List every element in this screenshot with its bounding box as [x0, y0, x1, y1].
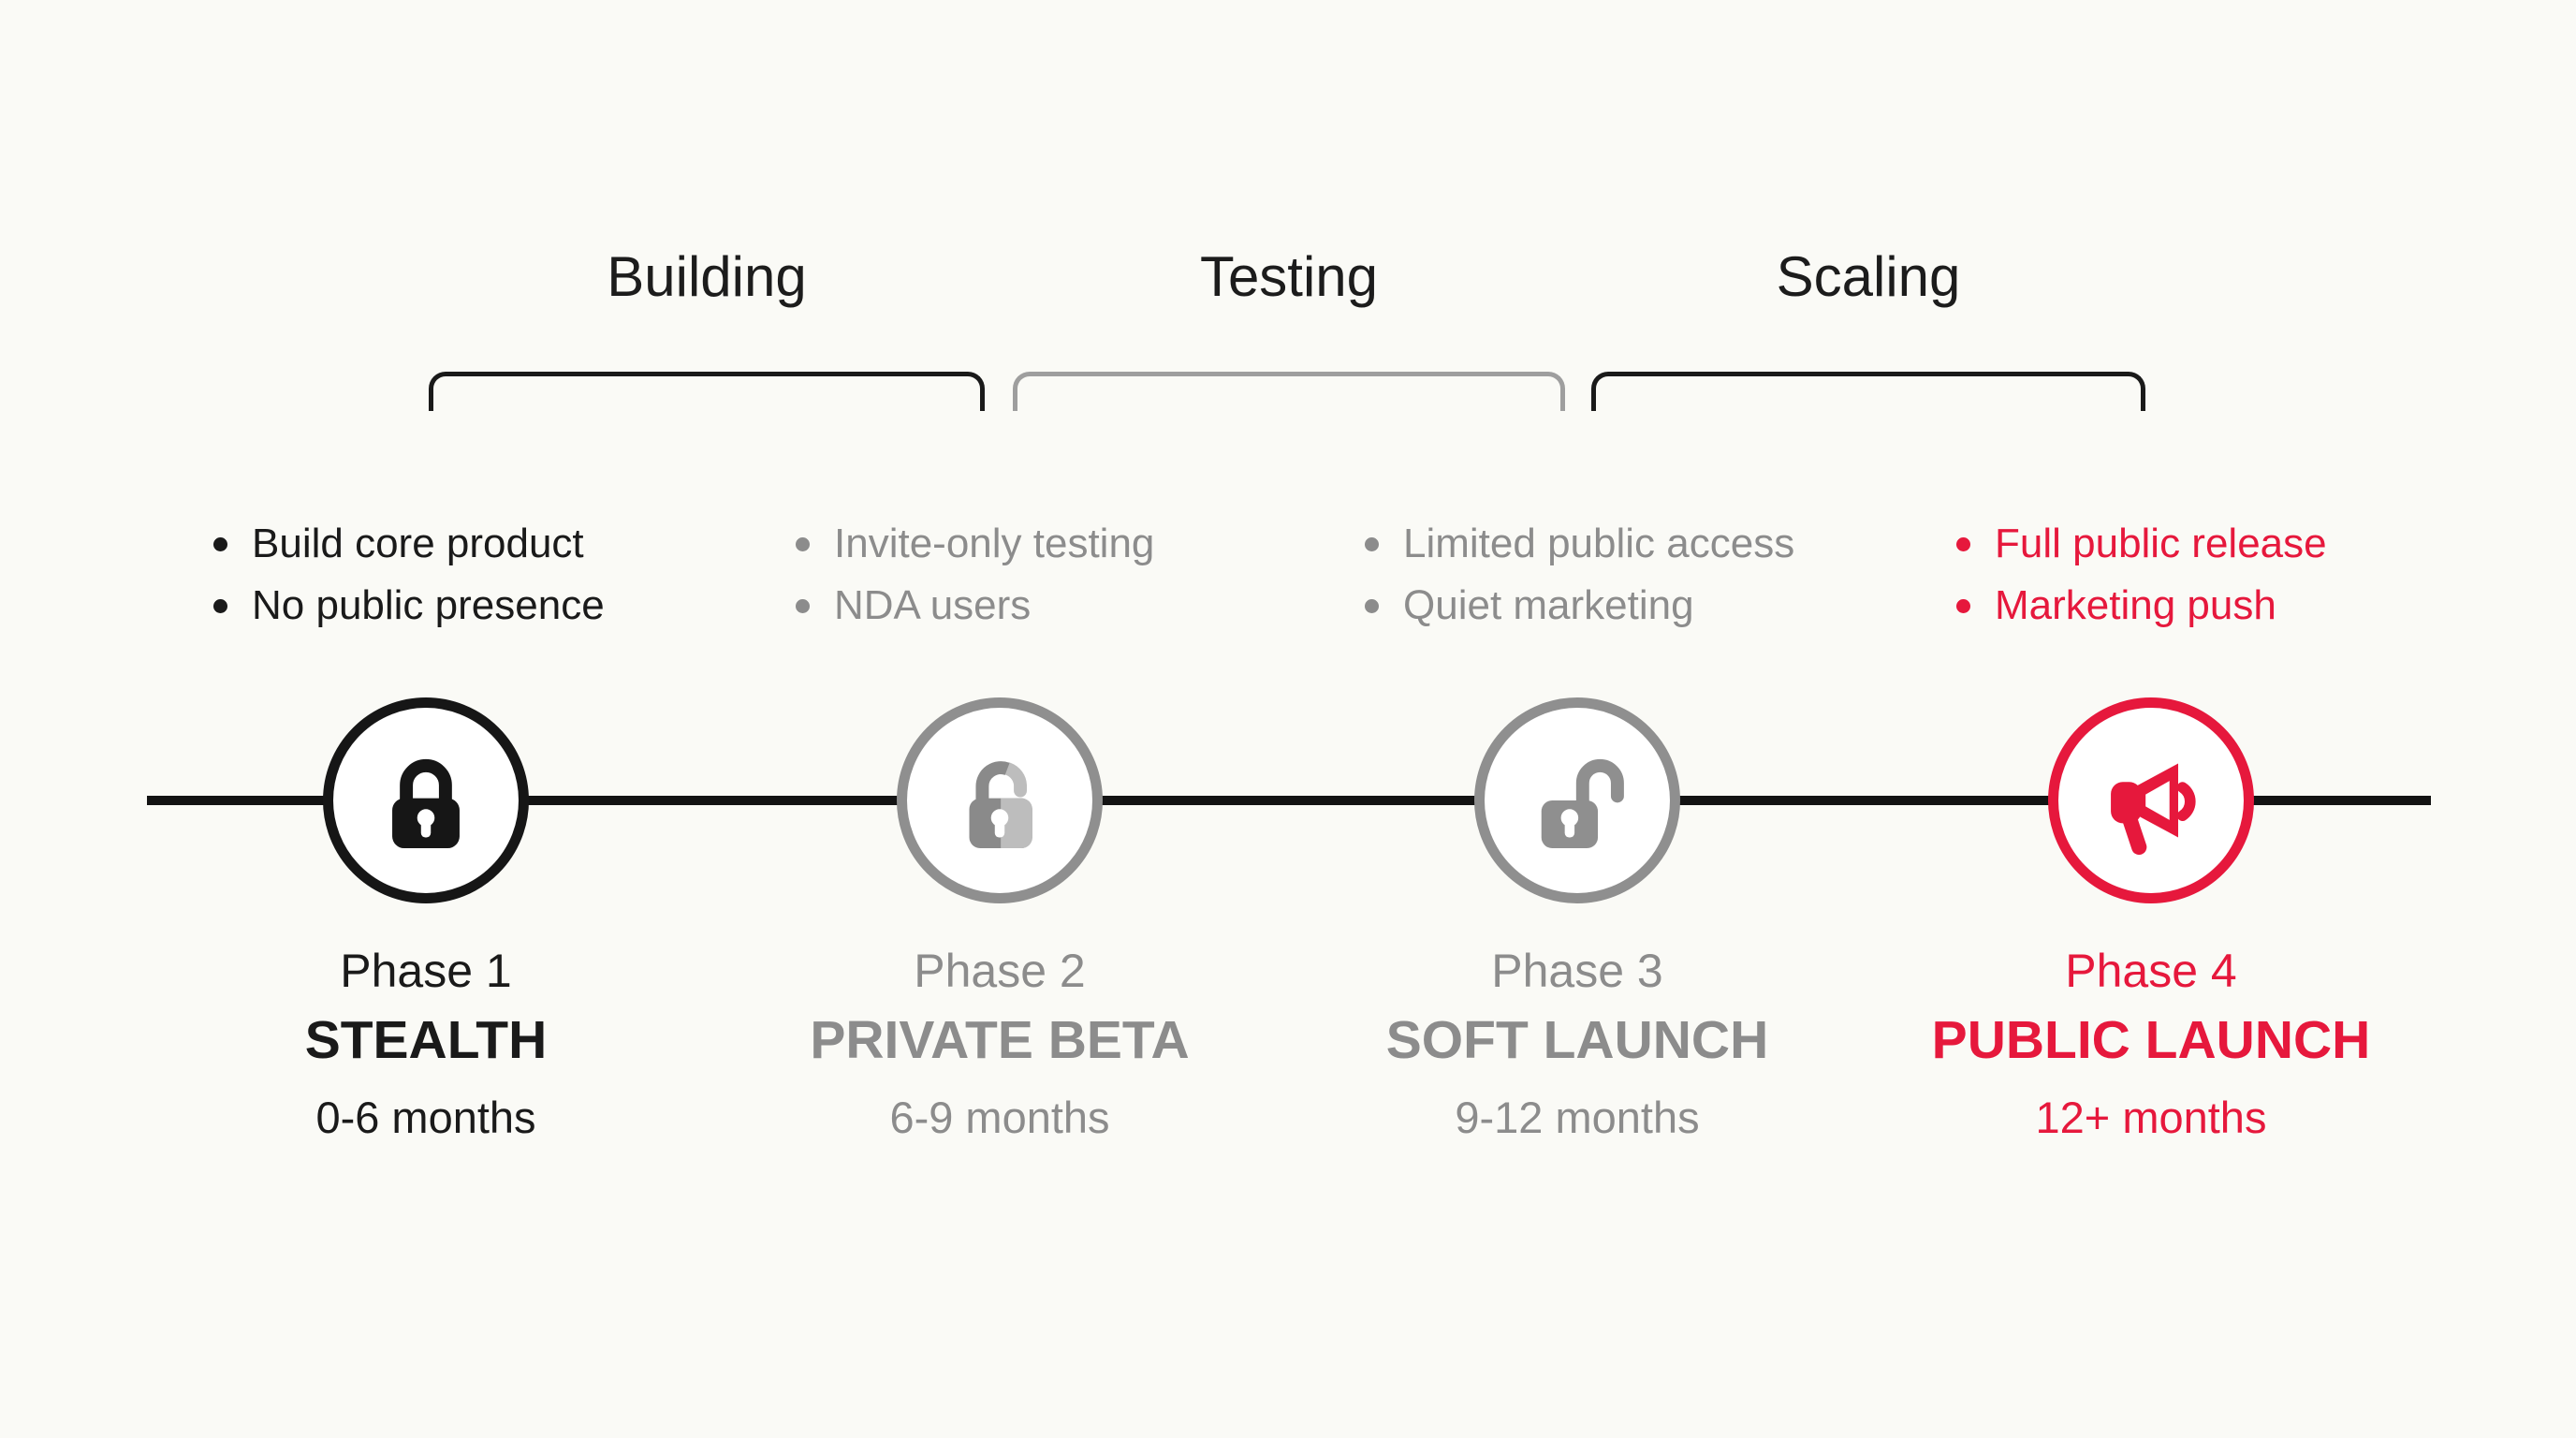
phase-1-bullets: Build core product No public presence [213, 513, 605, 637]
phase-name: Phase 1 [340, 945, 512, 997]
phase-duration: 0-6 months [315, 1093, 536, 1142]
bullet-item: Marketing push [1956, 575, 2327, 637]
megaphone-icon [2111, 763, 2196, 855]
bullet-item: Build core product [213, 513, 605, 575]
bullet-text: NDA users [834, 582, 1032, 628]
bullet-dot [213, 598, 227, 613]
bullet-dot [1956, 598, 1970, 613]
phase-title: PRIVATE BETA [810, 1010, 1190, 1070]
timeline-node-phase-1 [323, 697, 529, 903]
phase-duration: 9-12 months [1455, 1093, 1700, 1142]
timeline-node-phase-3 [1474, 697, 1680, 903]
phase-1-label: Phase 1 STEALTH 0-6 months [126, 944, 725, 1143]
phase-title: SOFT LAUNCH [1385, 1010, 1769, 1070]
phase-2-label: Phase 2 PRIVATE BETA 6-9 months [700, 944, 1299, 1143]
bullet-dot [796, 536, 810, 551]
bullet-text: No public presence [252, 582, 605, 628]
bullet-text: Full public release [1995, 521, 2327, 566]
bullet-dot [213, 536, 227, 551]
bullet-item: No public presence [213, 575, 605, 637]
phase-duration: 6-9 months [889, 1093, 1110, 1142]
bullet-item: Invite-only testing [796, 513, 1154, 575]
phase-duration: 12+ months [2035, 1093, 2267, 1142]
bullet-item: NDA users [796, 575, 1154, 637]
phase-4-bullets: Full public release Marketing push [1956, 513, 2327, 637]
lock-closed-icon [392, 758, 460, 849]
phase-3-label: Phase 3 SOFT LAUNCH 9-12 months [1278, 944, 1877, 1143]
stage-bracket-testing [1013, 372, 1565, 411]
phase-name: Phase 4 [2065, 945, 2237, 997]
bullet-dot [796, 598, 810, 613]
stage-bracket-scaling [1591, 372, 2145, 411]
stage-bracket-building [429, 372, 985, 411]
phase-title: PUBLIC LAUNCH [1931, 1010, 2371, 1070]
stage-label-building: Building [607, 245, 807, 308]
lock-open-icon [1541, 758, 1624, 849]
lock-half-open-icon [969, 761, 1032, 849]
stage-label-scaling: Scaling [1776, 245, 1961, 308]
phase-name: Phase 3 [1491, 945, 1663, 997]
bullet-dot [1365, 598, 1379, 613]
phase-4-label: Phase 4 PUBLIC LAUNCH 12+ months [1852, 944, 2451, 1143]
bullet-text: Limited public access [1403, 521, 1795, 566]
bullet-text: Invite-only testing [834, 521, 1155, 566]
bullet-dot [1956, 536, 1970, 551]
phase-2-bullets: Invite-only testing NDA users [796, 513, 1154, 637]
bullet-text: Quiet marketing [1403, 582, 1694, 628]
bullet-text: Build core product [252, 521, 584, 566]
bullet-item: Quiet marketing [1365, 575, 1794, 637]
stage-label-testing: Testing [1199, 245, 1379, 308]
bullet-text: Marketing push [1995, 582, 2276, 628]
timeline-node-phase-2 [897, 697, 1103, 903]
bullet-item: Full public release [1956, 513, 2327, 575]
bullet-dot [1365, 536, 1379, 551]
phase-3-bullets: Limited public access Quiet marketing [1365, 513, 1794, 637]
bullet-item: Limited public access [1365, 513, 1794, 575]
phase-name: Phase 2 [914, 945, 1086, 997]
phase-title: STEALTH [304, 1010, 548, 1070]
timeline-axis [147, 796, 2431, 805]
timeline-node-phase-4 [2048, 697, 2254, 903]
